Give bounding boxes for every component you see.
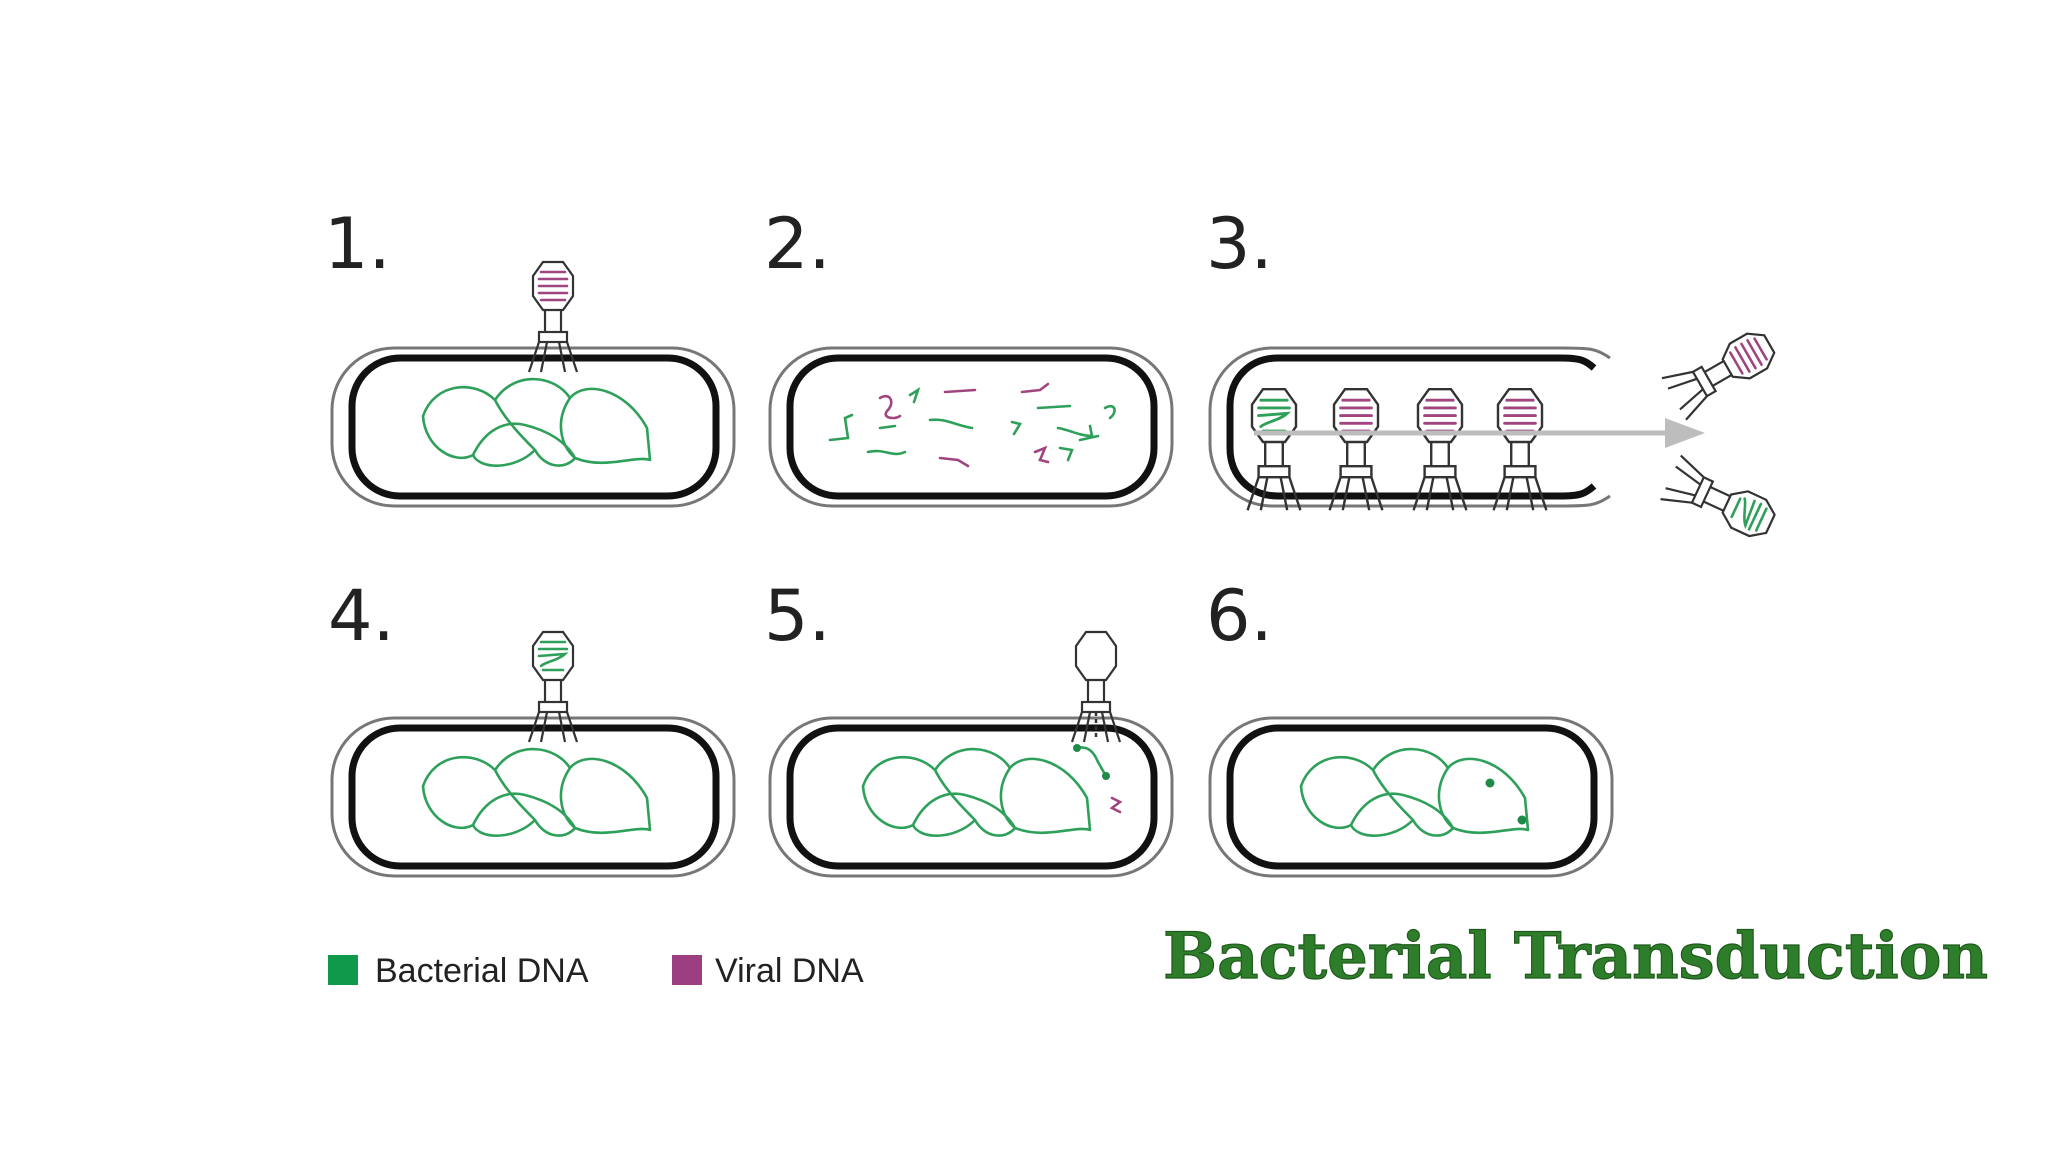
phage-viral-dna [527,260,579,374]
released-phage-viral-dna [1660,322,1783,421]
diagram-title: Bacterial Transduction [1163,919,1988,994]
cell-step-3 [1208,322,1783,547]
step-number-2: 2. [764,203,831,285]
step-number-1: 1. [324,203,391,285]
step-number-3: 3. [1206,203,1273,285]
release-arrow [1254,418,1705,448]
legend-swatch-viral-dna [672,955,702,985]
cell-step-4 [330,630,736,878]
phage-viral-dna [1412,387,1468,512]
legend-label-bacterial-dna: Bacterial DNA [375,952,589,990]
legend-label-viral-dna: Viral DNA [715,952,864,990]
step-number-4: 4. [328,575,395,657]
step-number-5: 5. [764,575,831,657]
legend-swatch-bacterial-dna [328,955,358,985]
cell-step-6 [1208,716,1614,878]
phage-bacterial-dna [527,630,579,744]
cell-step-1 [330,260,736,508]
dna-fragments [828,382,1116,468]
phage-bacterial-dna [1246,387,1302,512]
released-phage-bacterial-dna [1659,454,1782,547]
phage-viral-dna [1328,387,1384,512]
phage-viral-dna [1492,387,1548,512]
cell-step-2 [768,346,1174,508]
legend: Bacterial DNA Viral DNA [328,952,864,990]
step-number-6: 6. [1206,575,1273,657]
degraded-viral-dna [1109,796,1123,814]
cell-step-5 [768,630,1174,878]
